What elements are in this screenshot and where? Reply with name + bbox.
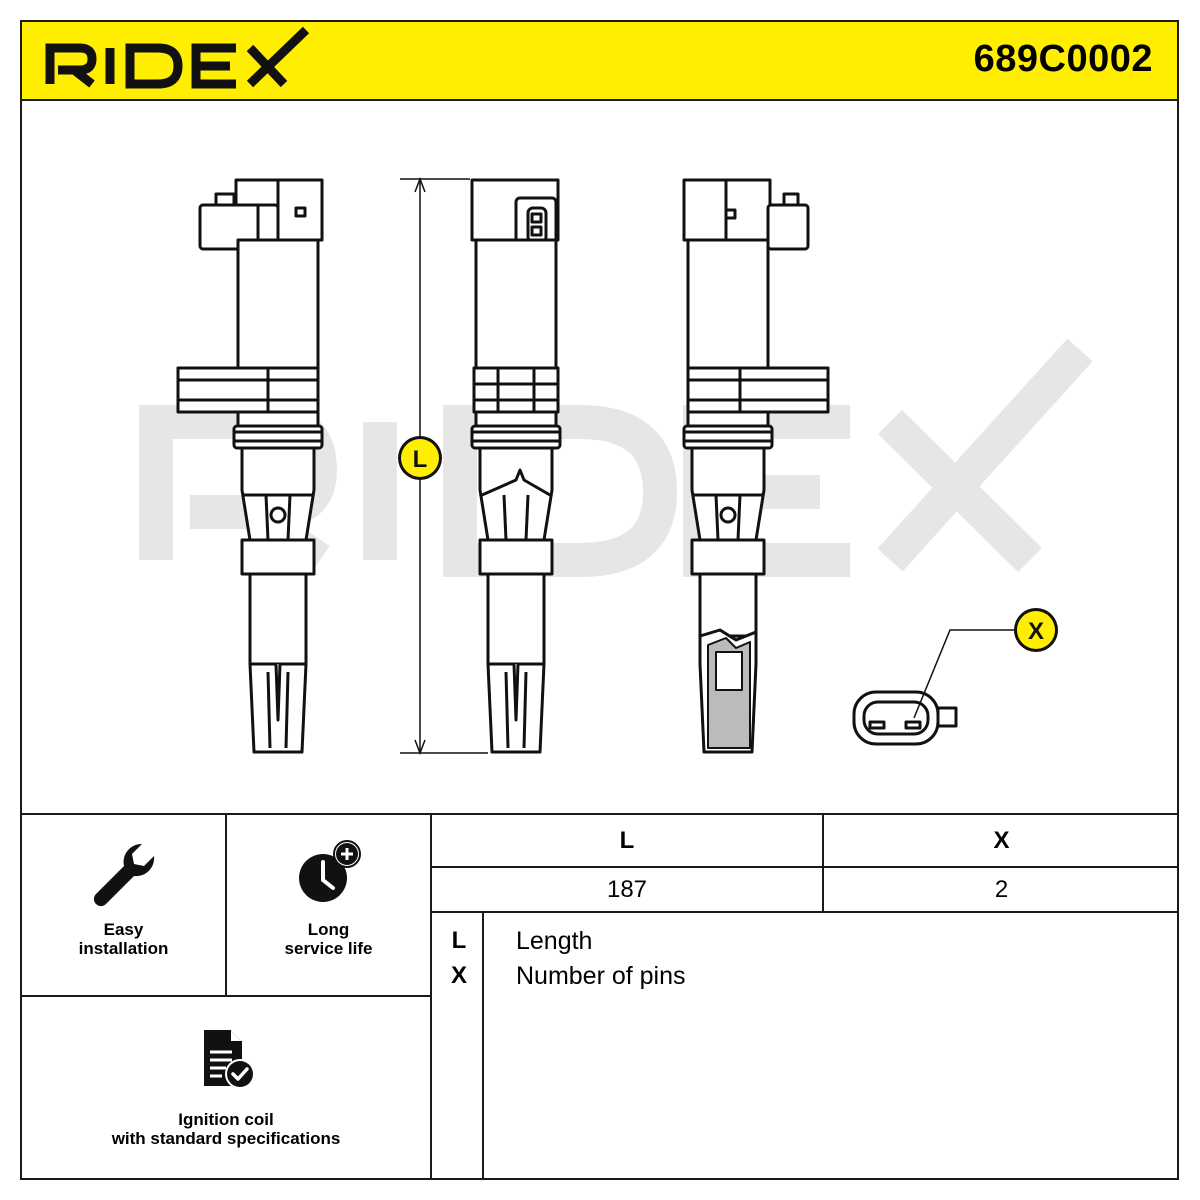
wrench-icon [93, 843, 154, 907]
divider [430, 911, 1179, 913]
legend-text-pins: Number of pins [516, 962, 686, 990]
spec-header-l: L [619, 827, 635, 854]
ridex-logo-icon [45, 26, 310, 89]
feature-long-service-life: Long service life [227, 838, 430, 958]
legend-key-x: X [450, 962, 467, 989]
divider [822, 813, 824, 913]
technical-drawing: L X [20, 100, 1179, 814]
feature-label: Ignition coil with standard specificatio… [111, 1110, 341, 1148]
part-number: 689C0002 [973, 38, 1153, 80]
divider [20, 813, 1179, 815]
connector-end-view [852, 690, 958, 746]
feature-label: Long service life [284, 920, 373, 958]
document-check-icon [204, 1030, 255, 1089]
brand-logo [44, 26, 324, 101]
clock-plus-icon [298, 840, 361, 902]
legend-key-l: L [451, 927, 467, 954]
divider [225, 813, 227, 997]
divider [430, 866, 1179, 868]
coil-front-view [470, 178, 562, 754]
spec-value-l: 187 [606, 876, 648, 903]
feature-label: Easy installation [78, 920, 169, 958]
coil-side-view-left [176, 178, 324, 754]
header-bar: 689C0002 [20, 20, 1179, 101]
ignition-coil-drawing: L X [139, 176, 1093, 756]
callout-line-pins [913, 629, 1016, 719]
divider [20, 995, 432, 997]
legend-text-length: Length [516, 927, 593, 955]
coil-side-view-right [682, 178, 830, 754]
spec-header-x: X [993, 827, 1010, 854]
divider [482, 911, 484, 1180]
spec-value-x: 2 [994, 876, 1009, 903]
feature-easy-installation: Easy installation [22, 838, 225, 958]
dimension-label-l: L [413, 446, 428, 473]
callout-label-x: X [1028, 618, 1044, 645]
feature-standard-specifications: Ignition coil with standard specificatio… [22, 1028, 430, 1148]
